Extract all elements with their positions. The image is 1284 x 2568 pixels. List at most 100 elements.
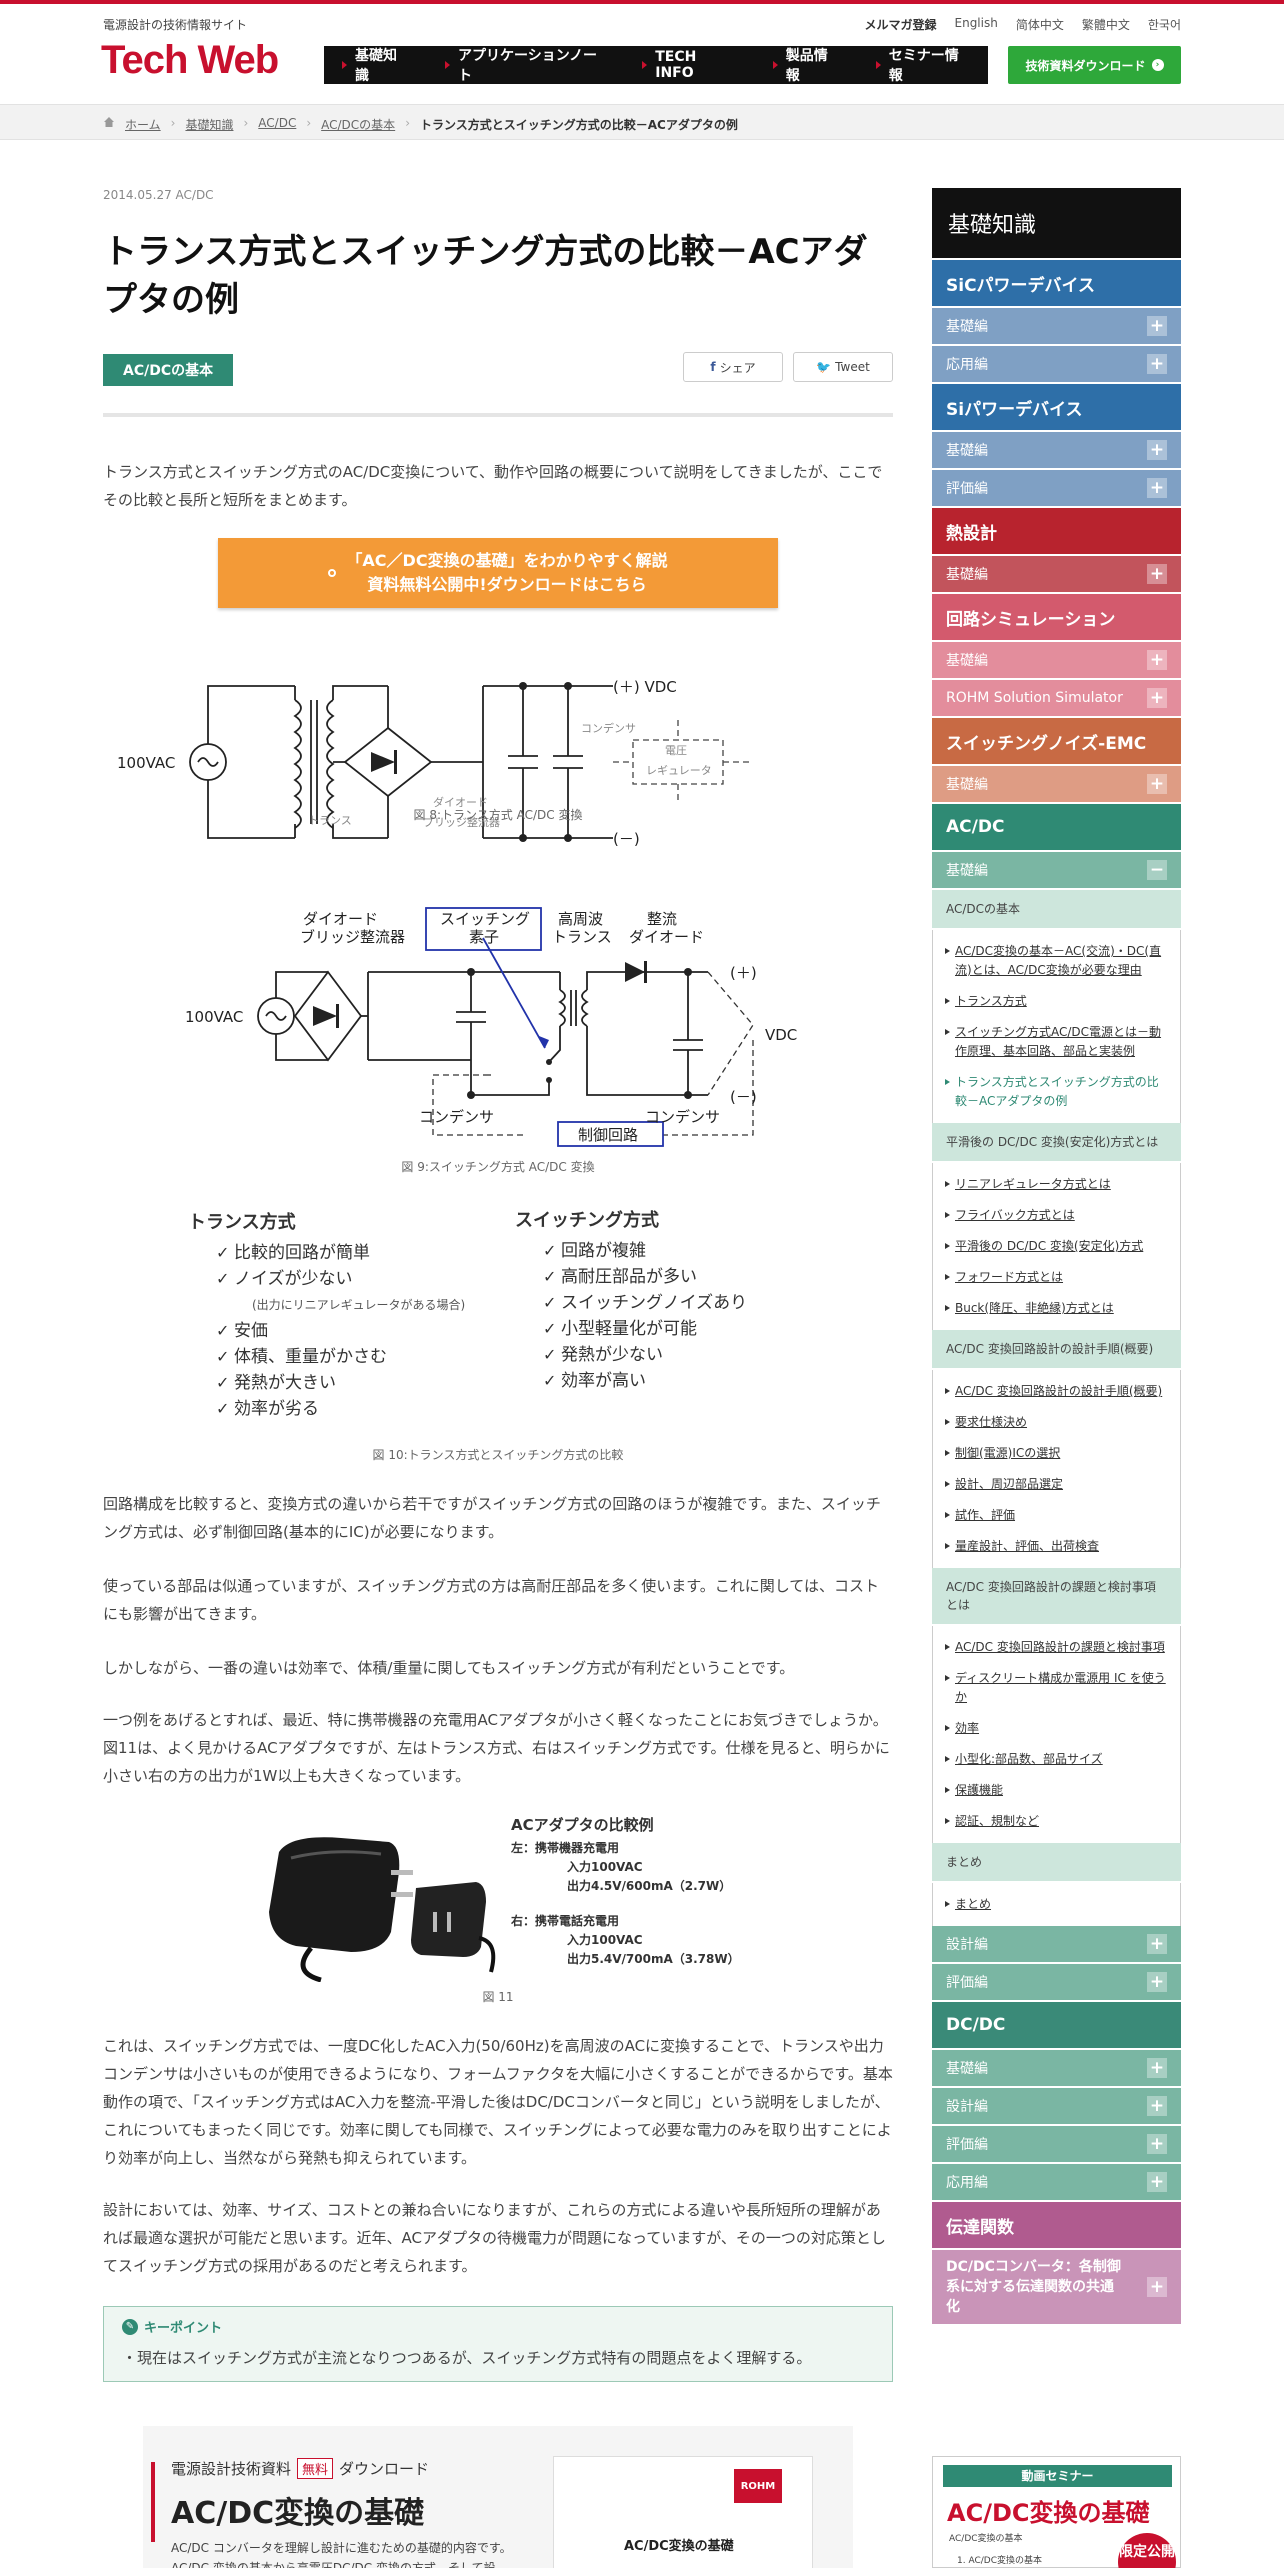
sidebar-link[interactable]: ディスクリート構成か電源用 IC を使うか: [945, 1663, 1168, 1713]
check-icon: ✓: [543, 1371, 557, 1390]
sidebar: 基礎知識 SiCパワーデバイス 基礎編+ 応用編+ Siパワーデバイス 基礎編+…: [932, 188, 1181, 2326]
plus-icon[interactable]: +: [1147, 478, 1167, 498]
fig10-left-title: トランス方式: [188, 1212, 296, 1233]
sidebar-link-list: AC/DC 変換回路設計の課題と検討事項 ディスクリート構成か電源用 IC を使…: [932, 1626, 1181, 1843]
sidebar-link[interactable]: 保護機能: [945, 1775, 1168, 1806]
fig10-right-text: 回路が複雑: [561, 1241, 646, 1261]
sidebar-link[interactable]: フォワード方式とは: [945, 1262, 1168, 1293]
lang-korean[interactable]: 한국어: [1147, 18, 1181, 32]
plus-icon[interactable]: +: [1147, 564, 1167, 584]
nav-basics[interactable]: 基礎知識: [324, 46, 427, 84]
sidebar-link[interactable]: 効率: [945, 1713, 1168, 1744]
fig11-title: ACアダプタの比較例: [511, 1816, 654, 1834]
sidebar-section-acdc[interactable]: AC/DC: [932, 804, 1181, 852]
sidebar-item-tf-common[interactable]: DC/DCコンバータ：各制御系に対する伝達関数の共通化+: [932, 2250, 1181, 2326]
sidebar-link[interactable]: Buck(降圧、非絶縁)方式とは: [945, 1293, 1168, 1324]
sidebar-link[interactable]: AC/DC 変換回路設計の設計手順(概要): [945, 1376, 1168, 1407]
plus-icon[interactable]: +: [1147, 316, 1167, 336]
category-tag[interactable]: AC/DCの基本: [103, 354, 234, 386]
sidebar-item-acdc-basics[interactable]: 基礎編−: [932, 852, 1181, 890]
breadcrumb-acdc[interactable]: AC/DC: [258, 116, 297, 130]
sidebar-item-thermal-basics[interactable]: 基礎編+: [932, 556, 1181, 594]
sidebar-item-noise-basics[interactable]: 基礎編+: [932, 766, 1181, 804]
sidebar-item-dcdc-applied[interactable]: 応用編+: [932, 2164, 1181, 2202]
sidebar-link[interactable]: AC/DC 変換回路設計の課題と検討事項: [945, 1632, 1168, 1663]
sidebar-link[interactable]: 制御(電源)ICの選択: [945, 1438, 1168, 1469]
plus-icon[interactable]: +: [1147, 440, 1167, 460]
sidebar-item-dcdc-basics[interactable]: 基礎編+: [932, 2050, 1181, 2088]
techweb-logo[interactable]: Tech Web: [101, 38, 279, 82]
plus-icon[interactable]: +: [1147, 2172, 1167, 2192]
nav-tech-info[interactable]: TECH INFO: [624, 46, 755, 84]
sidebar-section-simulation[interactable]: 回路シミュレーション: [932, 594, 1181, 642]
check-icon: ✓: [543, 1293, 557, 1312]
nav-seminars[interactable]: セミナー情報: [858, 46, 988, 84]
sidebar-section-thermal[interactable]: 熱設計: [932, 508, 1181, 556]
sidebar-link[interactable]: 平滑後の DC/DC 変換(安定化)方式: [945, 1231, 1168, 1262]
sidebar-item-acdc-design[interactable]: 設計編+: [932, 1926, 1181, 1964]
nav-app-notes[interactable]: アプリケーションノート: [427, 46, 624, 84]
sidebar-link[interactable]: 量産設計、評価、出荷検査: [945, 1531, 1168, 1562]
sidebar-link-current[interactable]: トランス方式とスイッチング方式の比較－ACアダプタの例: [945, 1067, 1168, 1117]
lang-simplified-chinese[interactable]: 简体中文: [1015, 18, 1064, 32]
sidebar-section-si[interactable]: Siパワーデバイス: [932, 384, 1181, 432]
sidebar-item-dcdc-eval[interactable]: 評価編 +: [932, 2126, 1181, 2164]
plus-icon[interactable]: +: [1147, 2277, 1167, 2297]
sidebar-item-label: 評価編: [946, 2137, 988, 2153]
home-icon: [104, 117, 114, 127]
breadcrumb-home[interactable]: ホーム: [125, 118, 161, 132]
lang-english[interactable]: English: [954, 16, 998, 30]
plus-icon[interactable]: +: [1147, 688, 1167, 708]
cta-download-banner[interactable]: 「AC／DC変換の基礎」をわかりやすく解説 資料無料公開中!ダウンロードはこちら: [218, 538, 778, 608]
promo-download-panel[interactable]: 電源設計技術資料 無料 ダウンロード AC/DC変換の基礎 AC/DC コンバー…: [143, 2426, 853, 2568]
sidebar-item-sic-applied[interactable]: 応用編+: [932, 346, 1181, 384]
plus-icon[interactable]: +: [1147, 650, 1167, 670]
sidebar-link[interactable]: 認証、規制など: [945, 1806, 1168, 1837]
fig8-label-transformer: トランス: [308, 814, 352, 827]
sidebar-link[interactable]: 小型化:部品数、部品サイズ: [945, 1744, 1168, 1775]
plus-icon[interactable]: +: [1147, 2096, 1167, 2116]
sidebar-item-sic-basics[interactable]: 基礎編+: [932, 308, 1181, 346]
sidebar-section-noise-emc[interactable]: スイッチングノイズ-EMC: [932, 718, 1181, 766]
sidebar-link[interactable]: スイッチング方式AC/DC電源とは－動作原理、基本回路、部品と実装例: [945, 1017, 1168, 1067]
fig9-label-element: 素子: [469, 928, 499, 946]
plus-icon[interactable]: +: [1147, 354, 1167, 374]
sidebar-link[interactable]: AC/DC変換の基本－AC(交流)・DC(直流)とは、AC/DC変換が必要な理由: [945, 936, 1168, 986]
sidebar-item-si-eval[interactable]: 評価編+: [932, 470, 1181, 508]
breadcrumb-basics[interactable]: 基礎知識: [185, 118, 234, 132]
sidebar-link[interactable]: まとめ: [945, 1889, 1168, 1920]
sidebar-section-dcdc[interactable]: DC/DC: [932, 2002, 1181, 2050]
sidebar-item-dcdc-design[interactable]: 設計編+: [932, 2088, 1181, 2126]
fig10-right-text: 高耐圧部品が多い: [561, 1267, 697, 1287]
plus-icon[interactable]: +: [1147, 1972, 1167, 1992]
lang-traditional-chinese[interactable]: 繁體中文: [1081, 18, 1130, 32]
figure-10-caption: 図 10:トランス方式とスイッチング方式の比較: [372, 1448, 624, 1462]
sidebar-item-rohm-simulator[interactable]: ROHM Solution Simulator+: [932, 680, 1181, 718]
sidebar-item-si-basics[interactable]: 基礎編+: [932, 432, 1181, 470]
sidebar-link[interactable]: リニアレギュレータ方式とは: [945, 1169, 1168, 1200]
fig9-label-switching: スイッチング: [440, 910, 530, 928]
plus-icon[interactable]: +: [1147, 2134, 1167, 2154]
download-docs-button[interactable]: 技術資料ダウンロード ›: [1008, 46, 1181, 84]
tweet-button[interactable]: 🐦 Tweet: [793, 352, 893, 382]
sidebar-link[interactable]: フライバック方式とは: [945, 1200, 1168, 1231]
sidebar-item-acdc-eval[interactable]: 評価編+: [932, 1964, 1181, 2002]
plus-icon[interactable]: +: [1147, 1934, 1167, 1954]
check-icon: ✓: [543, 1319, 557, 1338]
sidebar-section-sic[interactable]: SiCパワーデバイス: [932, 260, 1181, 308]
sidebar-link[interactable]: 設計、周辺部品選定: [945, 1469, 1168, 1500]
facebook-share-button[interactable]: f シェア: [683, 352, 783, 382]
minus-icon[interactable]: −: [1147, 860, 1167, 880]
breadcrumb-acdc-basics[interactable]: AC/DCの基本: [321, 118, 396, 132]
video-seminar-banner[interactable]: 動画セミナー AC/DC変換の基礎 AC/DC変換の基本 1. AC/DC変換の…: [932, 2456, 1181, 2568]
plus-icon[interactable]: +: [1147, 774, 1167, 794]
newsletter-link[interactable]: メルマガ登録: [864, 18, 937, 32]
plus-icon[interactable]: +: [1147, 2058, 1167, 2078]
sidebar-link[interactable]: 試作、評価: [945, 1500, 1168, 1531]
sidebar-link[interactable]: 要求仕様決め: [945, 1407, 1168, 1438]
banner-head: 動画セミナー: [943, 2465, 1172, 2487]
sidebar-section-transfer-function[interactable]: 伝達関数: [932, 2202, 1181, 2250]
sidebar-link[interactable]: トランス方式: [945, 986, 1168, 1017]
nav-products[interactable]: 製品情報: [755, 46, 858, 84]
sidebar-item-sim-basics[interactable]: 基礎編+: [932, 642, 1181, 680]
